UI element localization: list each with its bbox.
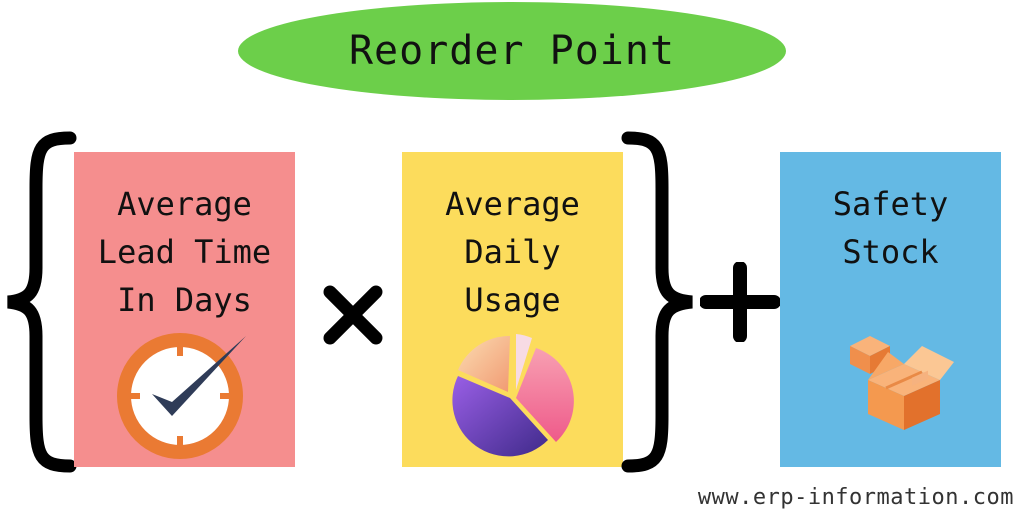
plus-icon <box>700 262 780 342</box>
left-brace <box>7 131 77 473</box>
daily-usage-box: Average Daily Usage <box>402 152 623 467</box>
safety-stock-label: Safety Stock <box>832 185 949 271</box>
title-ellipse: Reorder Point <box>238 2 786 100</box>
diagram-title: Reorder Point <box>348 28 676 74</box>
boxes-icon <box>850 336 954 430</box>
website-footer: www.erp-information.com <box>697 485 1014 510</box>
lead-time-box: Average Lead Time In Days <box>74 152 295 467</box>
safety-stock-box: Safety Stock <box>780 152 1001 467</box>
clock-check-icon <box>117 333 246 459</box>
right-brace <box>621 131 693 473</box>
daily-usage-label: Average Daily Usage <box>445 185 580 319</box>
lead-time-label: Average Lead Time In Days <box>97 185 272 319</box>
pie-chart-icon <box>452 334 574 457</box>
multiply-icon <box>323 285 383 345</box>
